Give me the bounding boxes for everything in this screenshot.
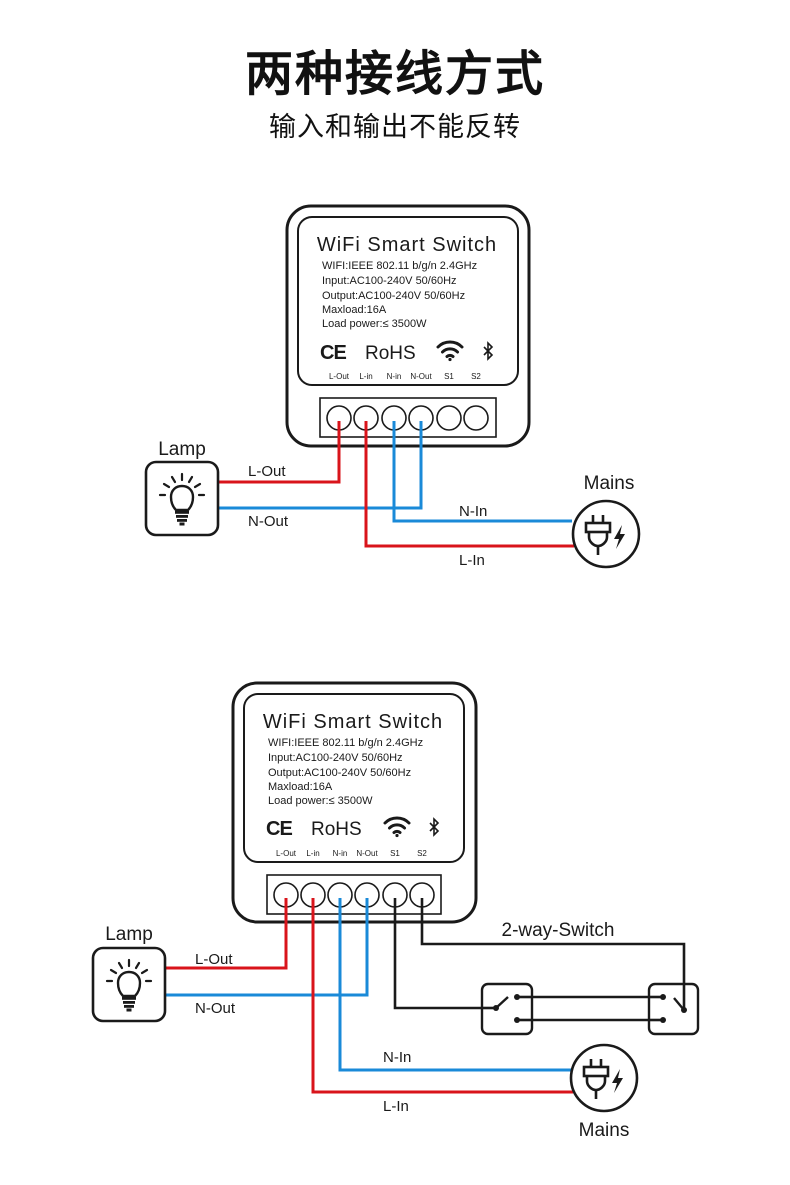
terminal-label-s2: S2 <box>417 849 427 858</box>
spec-output: Output:AC100-240V 50/60Hz <box>322 290 465 302</box>
spec-maxload: Maxload:16A <box>268 781 333 793</box>
terminal-label-l-out: L-Out <box>329 372 350 381</box>
smart-switch-device: WiFi Smart Switch WIFI:IEEE 802.11 b/g/n… <box>285 204 531 448</box>
lamp-label: Lamp <box>105 924 153 945</box>
wire-l-in <box>364 421 574 548</box>
wire-l-in <box>311 898 573 1094</box>
wire-n-in <box>392 421 572 523</box>
device-name: WiFi Smart Switch <box>317 234 497 256</box>
lamp-label: Lamp <box>158 439 206 460</box>
spec-input: Input:AC100-240V 50/60Hz <box>322 275 457 287</box>
mains <box>571 499 641 569</box>
terminal-label-s1: S1 <box>444 372 454 381</box>
wire-n-in <box>338 898 571 1072</box>
wire-s2 <box>420 898 686 1010</box>
wire-label-l-in: L-In <box>383 1098 409 1115</box>
lamp <box>144 460 220 537</box>
spec-maxload: Maxload:16A <box>322 304 387 316</box>
spec-wifi: WIFI:IEEE 802.11 b/g/n 2.4GHz <box>322 260 477 272</box>
page-title: 两种接线方式 <box>244 46 545 102</box>
smart-switch-device-2: WiFi Smart Switch WIFI:IEEE 802.11 b/g/n… <box>231 681 478 924</box>
spec-output: Output:AC100-240V 50/60Hz <box>268 767 411 779</box>
terminal-label-n-out: N-Out <box>356 849 378 858</box>
mains-label: Mains <box>584 473 635 494</box>
wire-label-n-out: N-Out <box>248 513 289 530</box>
wire-label-l-in: L-In <box>459 552 485 569</box>
two-way-switch-b <box>647 982 700 1036</box>
rohs-mark: RoHS <box>365 343 416 364</box>
wire-s1 <box>393 898 496 1010</box>
wire-l-out <box>218 421 341 484</box>
mains-label: Mains <box>579 1120 630 1141</box>
spec-load-power: Load power:≤ 3500W <box>322 318 427 330</box>
wire-label-n-out: N-Out <box>195 1000 236 1017</box>
terminal-label-n-out: N-Out <box>410 372 432 381</box>
ce-mark-icon: CE <box>266 818 292 840</box>
terminal-label-s1: S1 <box>390 849 400 858</box>
terminal-label-l-in: L-in <box>359 372 372 381</box>
page-subtitle: 输入和输出不能反转 <box>269 112 521 143</box>
wire-label-l-out: L-Out <box>248 463 286 480</box>
two-way-switch-label: 2-way-Switch <box>502 920 615 941</box>
terminal-s2 <box>463 405 489 431</box>
wire-label-n-in: N-In <box>383 1049 411 1066</box>
lamp <box>91 946 167 1023</box>
wire-n-out <box>165 898 369 997</box>
mains <box>569 1043 639 1113</box>
terminal-label-n-in: N-in <box>387 372 402 381</box>
rohs-mark: RoHS <box>311 819 362 840</box>
terminal-label-n-in: N-in <box>333 849 348 858</box>
wire-label-n-in: N-In <box>459 503 487 520</box>
spec-input: Input:AC100-240V 50/60Hz <box>268 752 403 764</box>
terminal-label-l-out: L-Out <box>276 849 297 858</box>
terminal-label-s2: S2 <box>471 372 481 381</box>
spec-load-power: Load power:≤ 3500W <box>268 795 373 807</box>
device-name: WiFi Smart Switch <box>263 711 443 733</box>
terminal-s1 <box>436 405 462 431</box>
wire-label-l-out: L-Out <box>195 951 233 968</box>
wire-l-out <box>165 898 288 970</box>
spec-wifi: WIFI:IEEE 802.11 b/g/n 2.4GHz <box>268 737 423 749</box>
ce-mark-icon: CE <box>320 342 346 364</box>
terminal-labels: L-Out L-in N-in N-Out S1 S2 <box>329 372 481 381</box>
wire-n-out <box>218 421 423 510</box>
terminal-label-l-in: L-in <box>306 849 319 858</box>
